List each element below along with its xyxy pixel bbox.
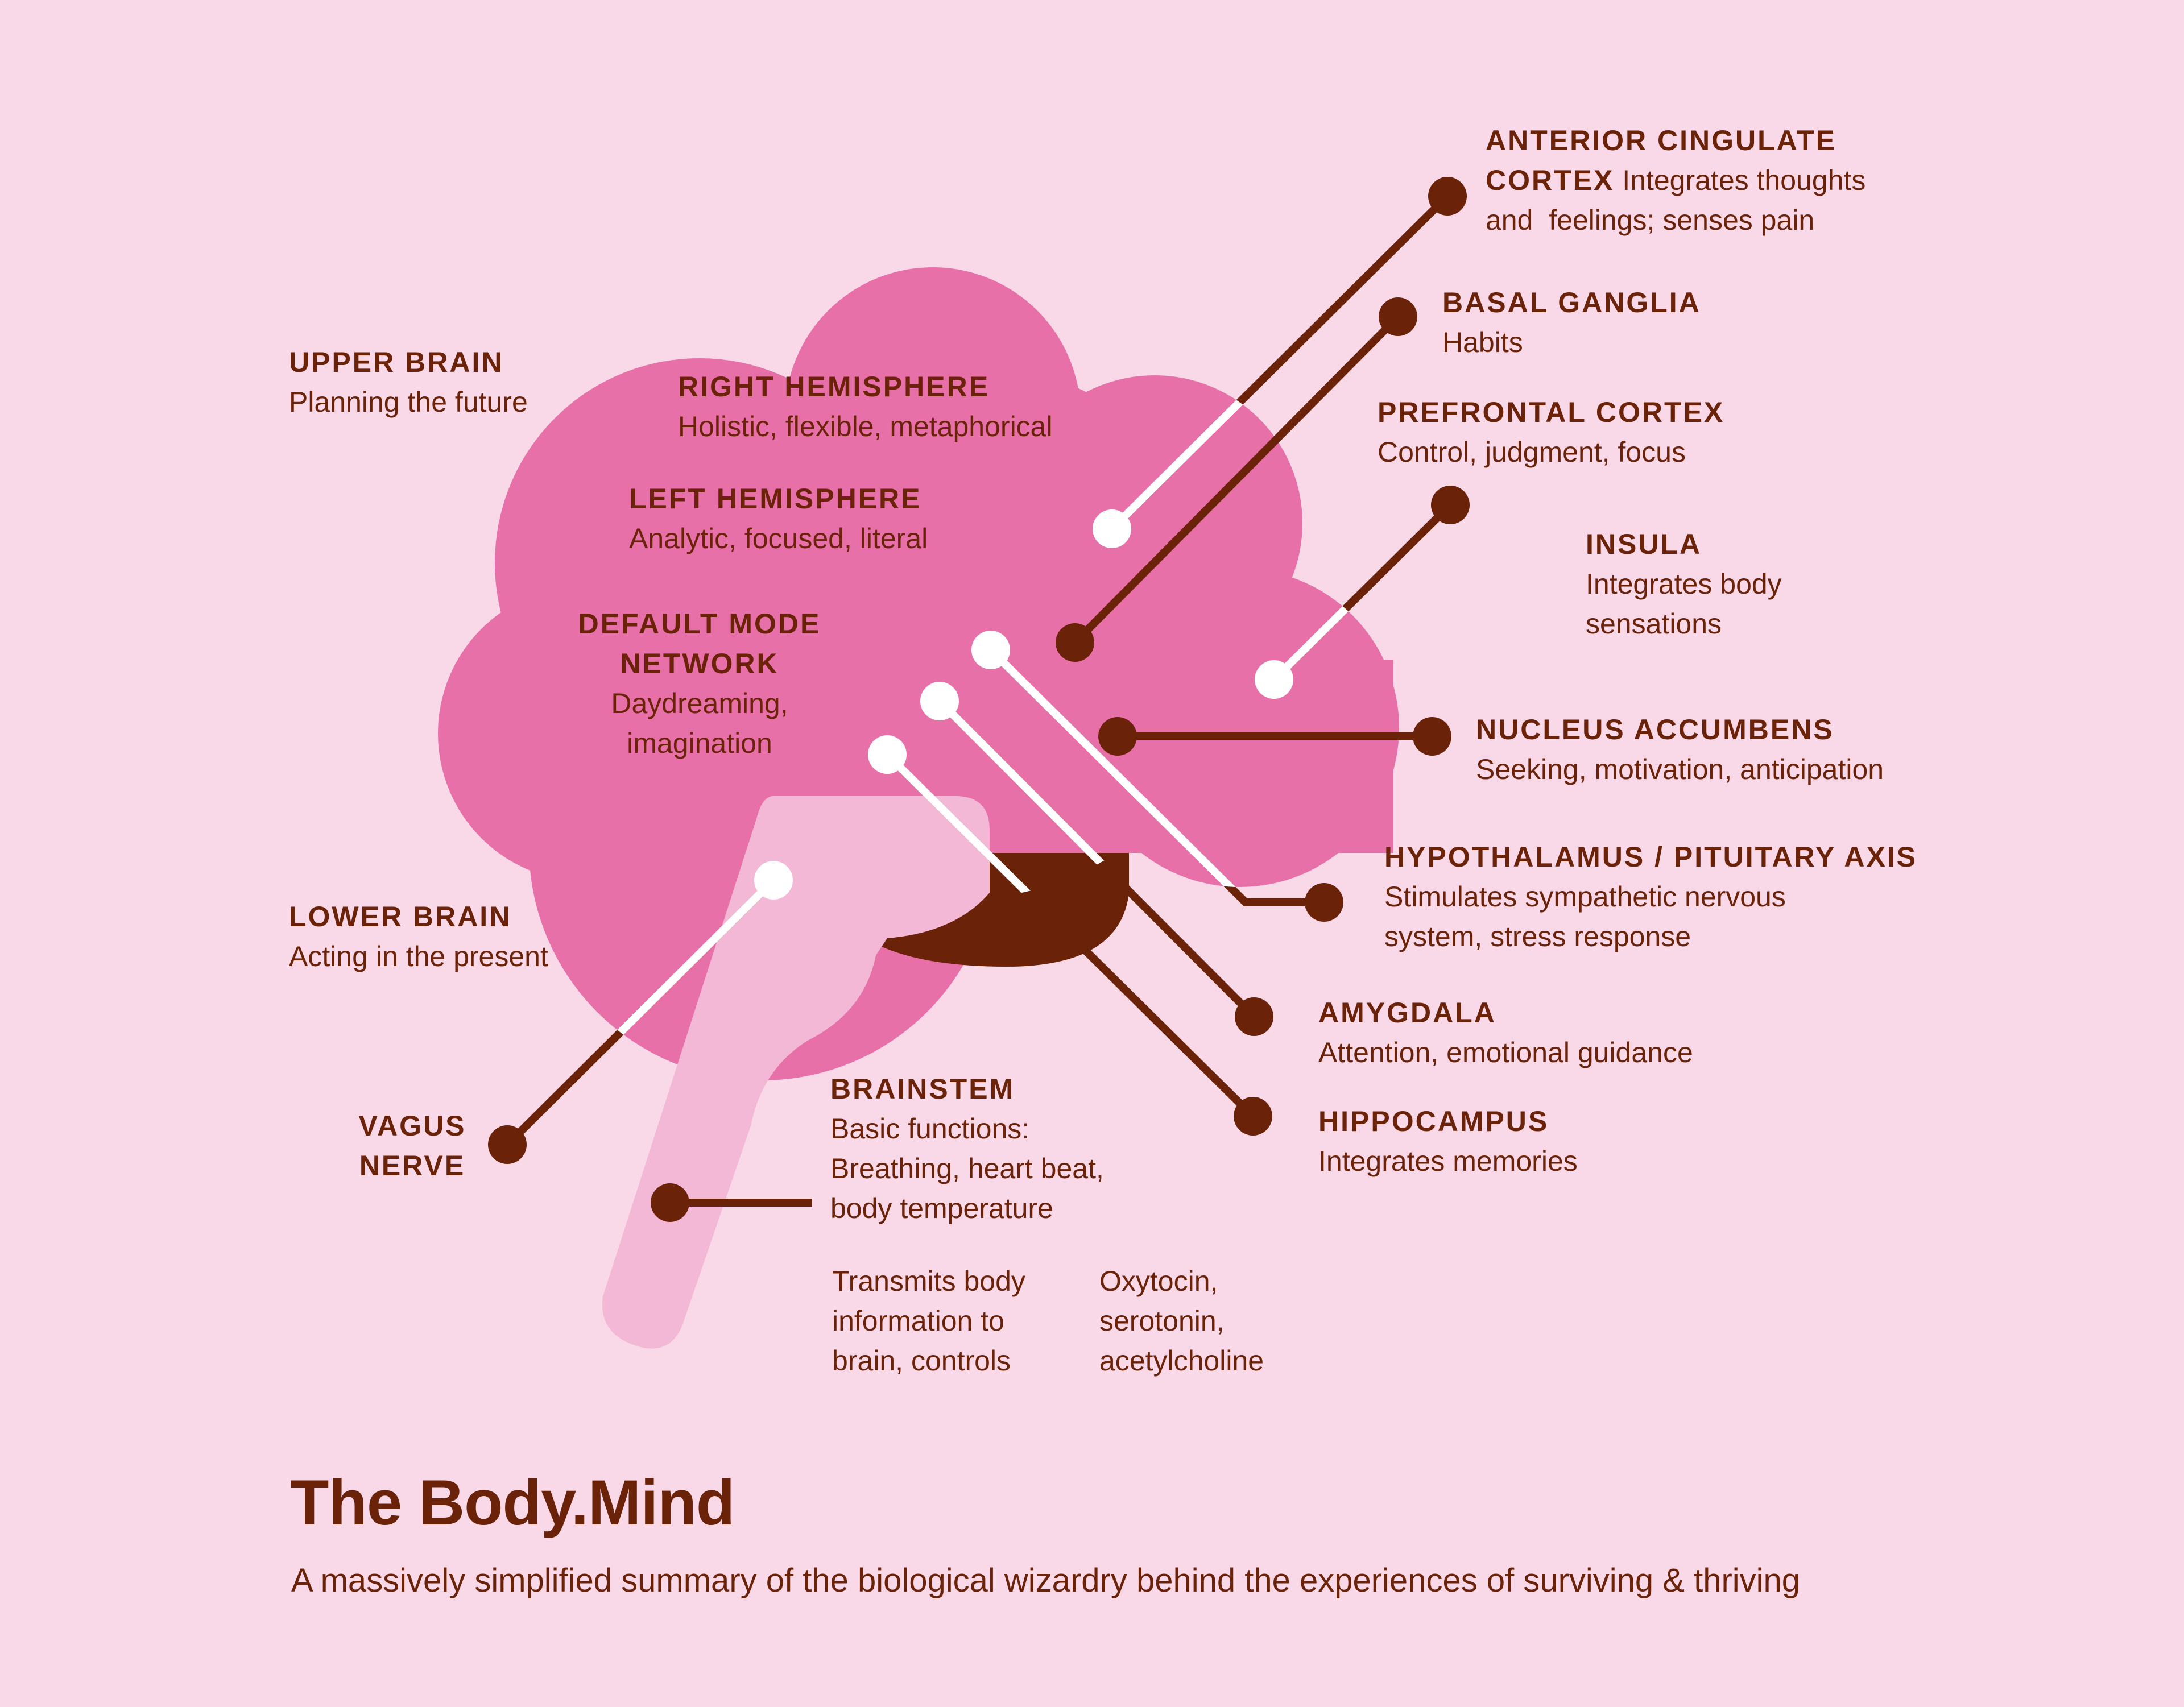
label-hippocampus: HIPPOCAMPUS Integrates memories (1318, 1101, 1578, 1181)
label-anterior-cingulate-cortex: ANTERIOR CINGULATE CORTEX Integrates tho… (1486, 121, 1866, 240)
upper-brain-title: UPPER BRAIN (289, 342, 528, 382)
insula-inner-dot (1255, 660, 1293, 699)
left-hemisphere-title: LEFT HEMISPHERE (629, 479, 928, 519)
anterior-cingulate-outer-dot (1428, 177, 1467, 216)
nucleus-accumbens-inner-dot (1098, 717, 1137, 756)
brainstem-dot (651, 1183, 689, 1222)
vagus-nerve-outer-dot (488, 1125, 527, 1164)
hippocampus-title: HIPPOCAMPUS (1318, 1101, 1578, 1141)
label-insula: INSULA Integrates body sensations (1586, 524, 1782, 644)
insula-desc-1: Integrates body (1586, 564, 1782, 604)
hypothalamus-desc-1: Stimulates sympathetic nervous (1384, 877, 1917, 917)
page-subtitle: A massively simplified summary of the bi… (291, 1558, 1800, 1604)
vagus-nerve-inner-dot (754, 861, 793, 900)
default-mode-title-2: NETWORK (557, 644, 842, 683)
label-hypothalamus-pituitary-axis: HYPOTHALAMUS / PITUITARY AXIS Stimulates… (1384, 837, 1917, 956)
default-mode-title-1: DEFAULT MODE (557, 604, 842, 644)
prefrontal-desc: Control, judgment, focus (1378, 432, 1724, 472)
default-mode-desc-2: imagination (557, 723, 842, 763)
hippocampus-outer-dot (1234, 1097, 1272, 1136)
amygdala-title: AMYGDALA (1318, 993, 1693, 1033)
label-lower-brain: LOWER BRAIN Acting in the present (289, 897, 548, 976)
hypothalamus-inner-dot (971, 631, 1010, 669)
insula-outer-dot (1431, 486, 1470, 524)
chemicals-line-2: serotonin, (1099, 1301, 1264, 1341)
hypothalamus-outer-dot (1305, 883, 1343, 922)
insula-title: INSULA (1586, 524, 1782, 564)
left-hemisphere-desc: Analytic, focused, literal (629, 519, 928, 558)
prefrontal-title: PREFRONTAL CORTEX (1378, 392, 1724, 432)
vagus-desc-line-2: information to (832, 1301, 1025, 1341)
label-right-hemisphere: RIGHT HEMISPHERE Holistic, flexible, met… (678, 367, 1053, 446)
anterior-cingulate-title-2: CORTEX (1486, 164, 1614, 196)
label-brainstem: BRAINSTEM Basic functions: Breathing, he… (830, 1069, 1104, 1228)
hypothalamus-desc-2: system, stress response (1384, 917, 1917, 956)
page-title: The Body.Mind (290, 1466, 734, 1540)
chemicals-line-1: Oxytocin, (1099, 1261, 1264, 1301)
anterior-cingulate-desc-2: and feelings; senses pain (1486, 200, 1866, 240)
chemicals-line-3: acetylcholine (1099, 1341, 1264, 1381)
brainstem-title: BRAINSTEM (830, 1069, 1104, 1109)
label-nucleus-accumbens: NUCLEUS ACCUMBENS Seeking, motivation, a… (1476, 710, 1884, 789)
anterior-cingulate-inner-dot (1093, 509, 1131, 548)
brainstem-desc-3: body temperature (830, 1188, 1104, 1228)
anterior-cingulate-title-1: ANTERIOR CINGULATE (1486, 121, 1866, 160)
nucleus-accumbens-title: NUCLEUS ACCUMBENS (1476, 710, 1884, 749)
anterior-cingulate-desc-1: Integrates thoughts (1622, 164, 1866, 196)
amygdala-outer-dot (1235, 997, 1273, 1036)
hippocampus-inner-dot (868, 735, 907, 774)
label-default-mode-network: DEFAULT MODE NETWORK Daydreaming, imagin… (557, 604, 842, 763)
vagus-nerve-title-1: VAGUS (341, 1106, 483, 1146)
nucleus-accumbens-desc: Seeking, motivation, anticipation (1476, 749, 1884, 789)
brainstem-desc-2: Breathing, heart beat, (830, 1149, 1104, 1188)
right-hemisphere-desc: Holistic, flexible, metaphorical (678, 407, 1053, 446)
label-prefrontal-cortex: PREFRONTAL CORTEX Control, judgment, foc… (1378, 392, 1724, 472)
lower-brain-title: LOWER BRAIN (289, 897, 548, 937)
amygdala-desc: Attention, emotional guidance (1318, 1033, 1693, 1072)
label-basal-ganglia: BASAL GANGLIA Habits (1442, 283, 1701, 362)
default-mode-desc-1: Daydreaming, (557, 683, 842, 723)
hippocampus-desc: Integrates memories (1318, 1141, 1578, 1181)
brainstem-desc-1: Basic functions: (830, 1109, 1104, 1149)
lower-brain-desc: Acting in the present (289, 937, 548, 976)
basal-ganglia-inner-dot (1056, 623, 1094, 662)
anterior-cingulate-line-2: CORTEX Integrates thoughts (1486, 160, 1866, 200)
label-left-hemisphere: LEFT HEMISPHERE Analytic, focused, liter… (629, 479, 928, 558)
vagus-nerve-title-2: NERVE (341, 1146, 483, 1186)
vagus-desc-line-1: Transmits body (832, 1261, 1025, 1301)
label-vagus-description: Transmits body information to brain, con… (832, 1261, 1025, 1381)
basal-ganglia-title: BASAL GANGLIA (1442, 283, 1701, 322)
right-hemisphere-title: RIGHT HEMISPHERE (678, 367, 1053, 407)
label-upper-brain: UPPER BRAIN Planning the future (289, 342, 528, 422)
hypothalamus-title: HYPOTHALAMUS / PITUITARY AXIS (1384, 837, 1917, 877)
basal-ganglia-outer-dot (1379, 297, 1417, 336)
nucleus-accumbens-outer-dot (1413, 717, 1451, 756)
insula-desc-2: sensations (1586, 604, 1782, 644)
label-vagus-nerve: VAGUS NERVE (341, 1106, 483, 1186)
amygdala-inner-dot (920, 682, 959, 720)
label-amygdala: AMYGDALA Attention, emotional guidance (1318, 993, 1693, 1072)
upper-brain-desc: Planning the future (289, 382, 528, 422)
label-chemicals: Oxytocin, serotonin, acetylcholine (1099, 1261, 1264, 1381)
basal-ganglia-desc: Habits (1442, 322, 1701, 362)
vagus-desc-line-3: brain, controls (832, 1341, 1025, 1381)
